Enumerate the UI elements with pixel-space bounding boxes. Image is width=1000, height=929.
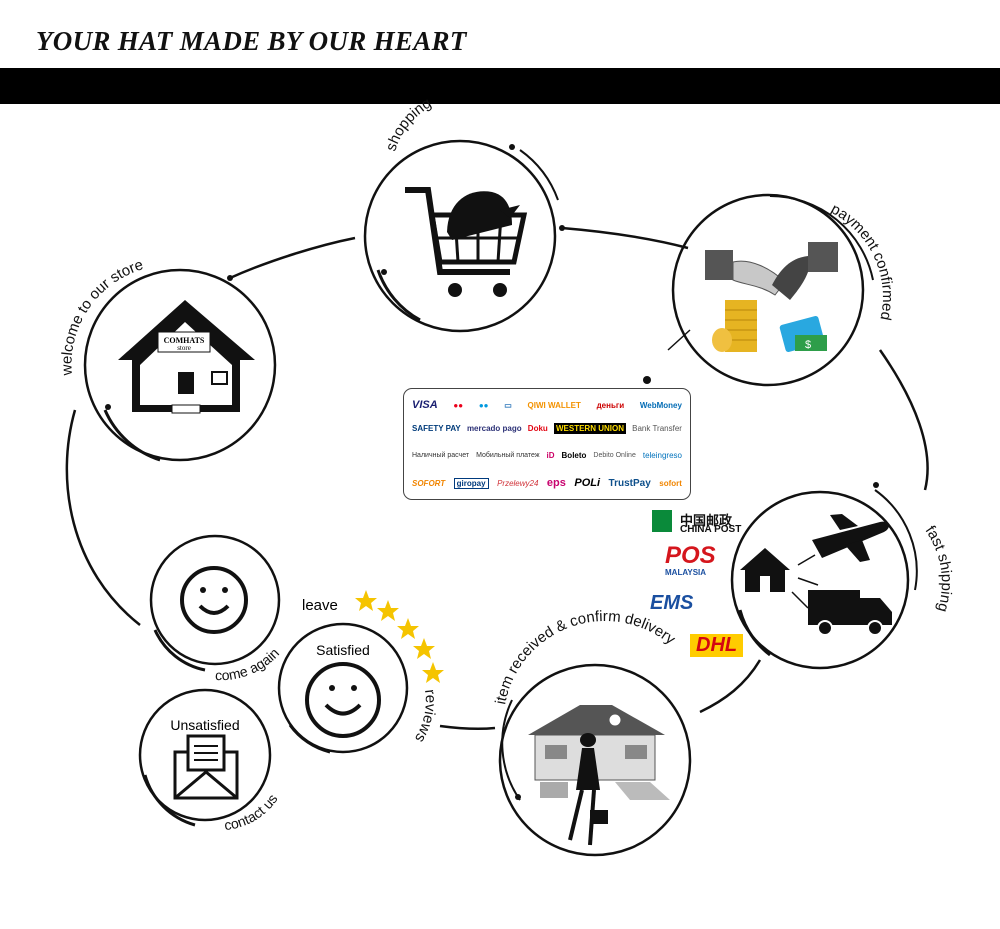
- eps-logo: eps: [546, 477, 566, 489]
- step-shopping: shopping: [363, 95, 559, 333]
- label-shopping: shopping: [383, 95, 435, 154]
- star-icon: [422, 662, 444, 683]
- sofort-banking-logo: sofort: [659, 478, 682, 488]
- page-title: YOUR HAT MADE BY OUR HEART: [36, 26, 467, 56]
- step-payment: $ payment confirmed: [667, 193, 896, 387]
- bank-transfer-logo: Bank Transfer: [632, 424, 682, 433]
- svg-text:item received & confirm delive: item received & confirm delivery: [492, 608, 679, 706]
- cash-payment-logo: Наличный расчет: [412, 452, 470, 459]
- truck-icon: [808, 590, 892, 636]
- mobile-payment-logo: Мобильный платеж: [476, 452, 540, 459]
- coins-icon: [712, 300, 757, 352]
- amex-logo: ▭: [504, 400, 512, 410]
- airplane-icon: [812, 514, 889, 562]
- safetypay-logo: SAFETY PAY: [412, 424, 461, 433]
- pos-malaysia-logo: POS MALAYSIA: [665, 542, 716, 578]
- yandex-money-logo: деньги: [596, 400, 625, 410]
- label-reviews: reviews: [411, 688, 439, 745]
- star-icon: [355, 590, 377, 611]
- rating-stars: [355, 590, 444, 683]
- star-icon: [377, 600, 399, 621]
- step-welcome: COMHATS store welcome to our store: [58, 256, 277, 462]
- star-icon: [397, 618, 419, 639]
- flow-path: [65, 226, 929, 731]
- visa-logo: VISA: [412, 399, 438, 411]
- smiley-icon: [180, 566, 248, 634]
- credit-card-icon: $: [779, 315, 827, 353]
- mastercard-logo: ●●: [453, 400, 464, 410]
- label-unsatisfied: Unsatisfied: [170, 717, 239, 733]
- przelewy24-logo: Przelewy24: [497, 478, 539, 488]
- store-sign-line2: store: [177, 344, 191, 352]
- mercado-pago-logo: mercado pago: [466, 424, 522, 433]
- home-icon: [740, 548, 790, 592]
- giropay-logo: giropay: [453, 477, 489, 489]
- svg-text:shopping: shopping: [383, 95, 435, 154]
- ideal-logo: iD: [546, 451, 555, 460]
- envelope-icon: [173, 734, 239, 800]
- store-house-icon: COMHATS store: [118, 300, 255, 414]
- step-shipping: fast shipping: [730, 482, 955, 670]
- step-received: item received & confirm delivery: [492, 608, 692, 857]
- label-leave: leave: [302, 597, 338, 614]
- dhl-logo: DHL: [690, 634, 744, 657]
- svg-text:fast shipping: fast shipping: [922, 523, 955, 614]
- western-union-logo: WESTERN UNION: [553, 423, 626, 434]
- store-sign-line1: COMHATS: [164, 336, 205, 345]
- label-satisfied: Satisfied: [316, 642, 370, 658]
- svg-text:$: $: [805, 339, 811, 351]
- qiwi-logo: QIWI WALLET: [527, 400, 581, 410]
- payment-methods-card: VISA ●● ●● ▭ QIWI WALLET деньги WebMoney…: [403, 388, 691, 500]
- step-come-again: come again: [149, 534, 282, 683]
- svg-text:reviews: reviews: [411, 688, 439, 745]
- teleingreso-logo: teleingreso: [642, 451, 682, 460]
- handshake-icon: [705, 242, 838, 300]
- webmoney-logo: WebMoney: [639, 400, 682, 410]
- label-shipping: fast shipping: [922, 523, 955, 614]
- debito-online-logo: Debito Online: [593, 452, 636, 459]
- china-post-emblem-icon: [652, 510, 672, 532]
- doku-logo: Doku: [527, 424, 548, 433]
- header-bar: [0, 68, 1000, 104]
- step-contact: Unsatisfied contact us: [138, 688, 281, 833]
- label-received: item received & confirm delivery: [492, 608, 679, 706]
- woman-silhouette-icon: [568, 733, 608, 846]
- ems-logo: EMS: [650, 592, 694, 614]
- boleto-logo: Boleto: [561, 451, 587, 460]
- step-reviews: Satisfied leave reviews: [277, 590, 444, 754]
- satisfied-smiley-icon: [305, 662, 381, 738]
- poli-logo: POLi: [574, 477, 601, 489]
- sofort-logo: SOFORT: [412, 478, 446, 488]
- shopping-cart-icon: [405, 187, 528, 297]
- trustpay-logo: TrustPay: [608, 477, 651, 489]
- maestro-logo: ●●: [478, 400, 489, 410]
- star-icon: [413, 638, 435, 659]
